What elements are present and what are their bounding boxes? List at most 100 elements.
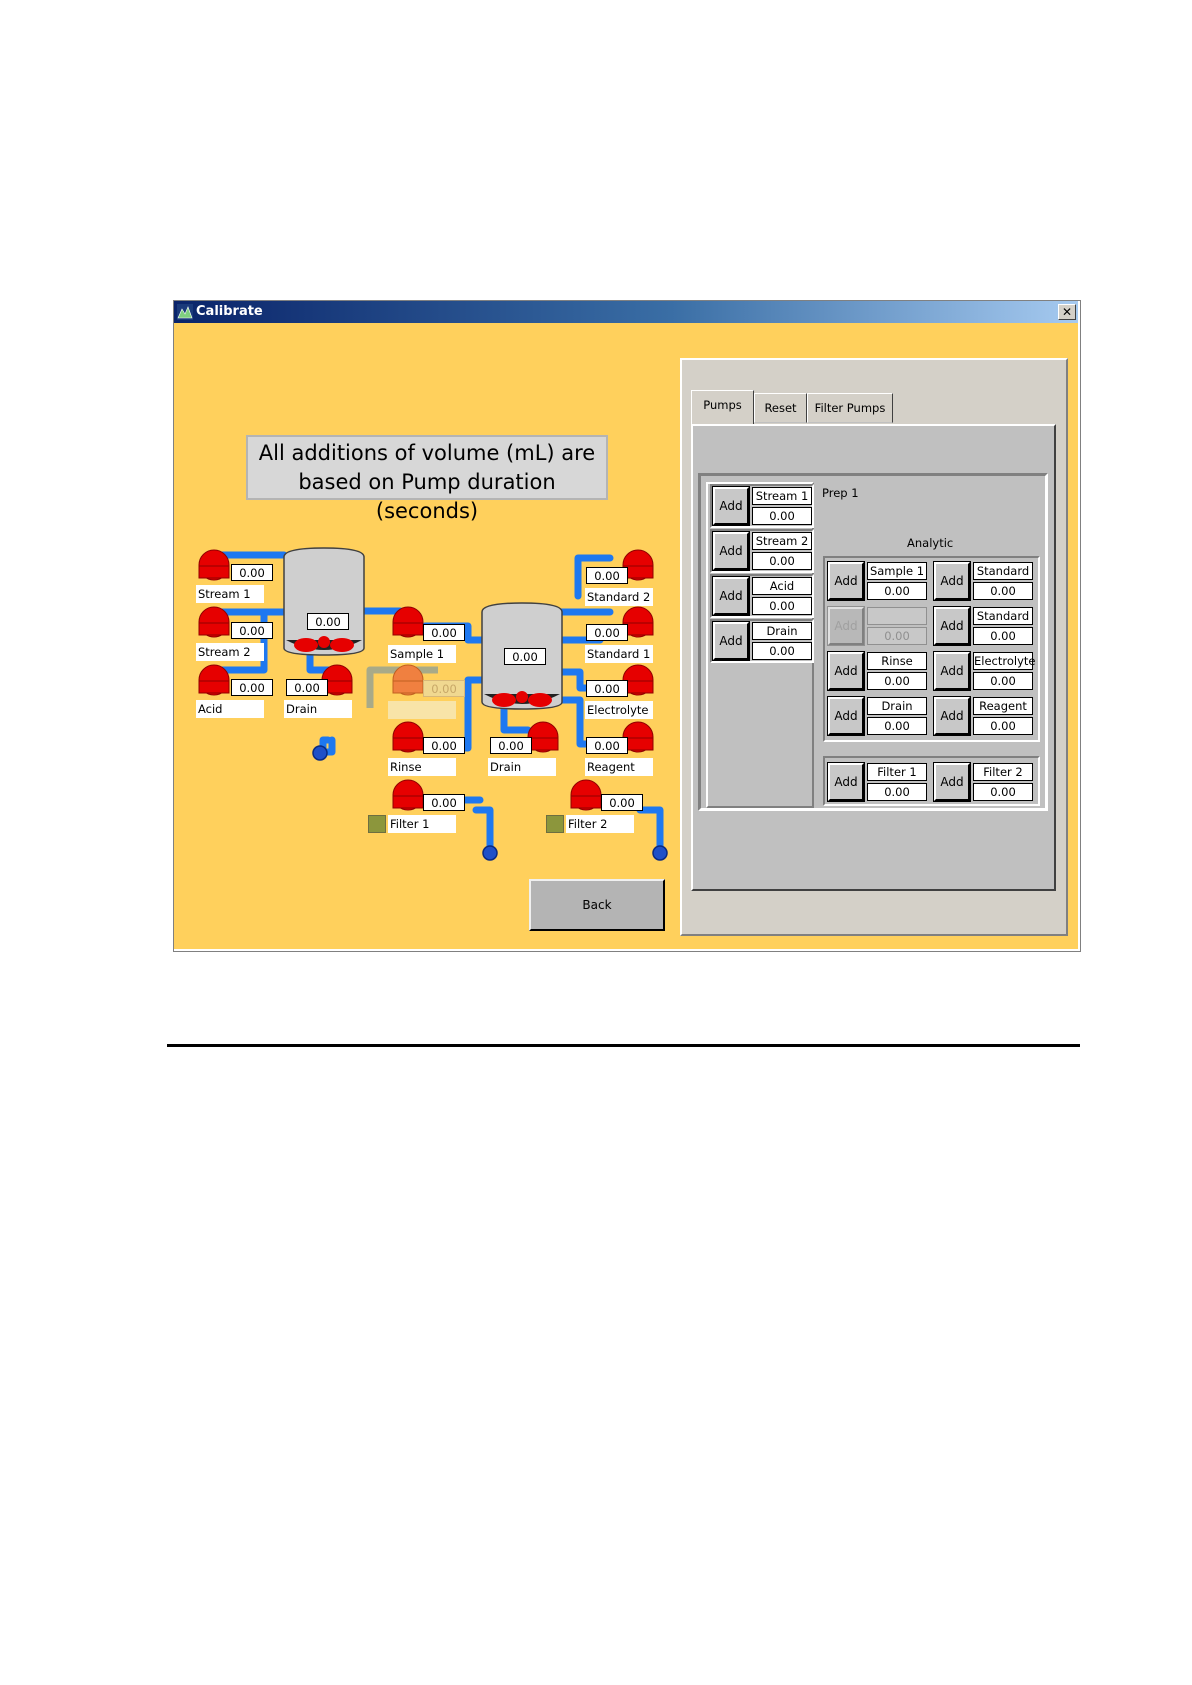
pump-sample1-label: Sample 1 <box>388 645 456 663</box>
add-stream1-button[interactable]: Add <box>712 486 750 526</box>
analytic-drain-name: Drain <box>867 697 927 715</box>
drain-outlets <box>312 745 668 861</box>
pump-standard2-label: Standard 2 <box>585 588 653 606</box>
volume-note: All additions of volume (mL) are based o… <box>246 435 608 523</box>
analytic-drain-value[interactable]: 0.00 <box>867 717 927 735</box>
pump-stream1-value: 0.00 <box>231 564 273 581</box>
analytic-rinse-value[interactable]: 0.00 <box>867 672 927 690</box>
volume-note-line2: based on Pump duration (seconds) <box>298 470 556 523</box>
analytic-rinse-name: Rinse <box>867 652 927 670</box>
pump-acid-label: Acid <box>196 700 264 718</box>
pump-filter2-value: 0.00 <box>601 794 643 811</box>
close-button[interactable]: ✕ <box>1058 304 1076 320</box>
tab-reset[interactable]: Reset <box>754 393 807 423</box>
add-stream2-button[interactable]: Add <box>712 531 750 571</box>
analytic-standard1-value[interactable]: 0.00 <box>973 627 1033 645</box>
pump-drain-prep-label: Drain <box>284 700 352 718</box>
pump-standard1-label: Standard 1 <box>585 645 653 663</box>
app-icon <box>177 304 193 320</box>
pump-sample1-icon <box>392 606 424 638</box>
add-filter2-button[interactable]: Add <box>933 762 971 802</box>
pump-drain-analytic-icon <box>527 721 559 753</box>
prep-acid-name: Acid <box>752 577 812 595</box>
filter2-value[interactable]: 0.00 <box>973 783 1033 801</box>
analytic-disabled-value: 0.00 <box>867 627 927 645</box>
pump-stream1-icon <box>198 549 230 581</box>
pump-filter1-value: 0.00 <box>423 794 465 811</box>
pump-filter1-icon <box>392 779 424 811</box>
tab-filter-pumps[interactable]: Filter Pumps <box>807 393 893 423</box>
add-drain-prep-button[interactable]: Add <box>712 621 750 661</box>
pump-stream2-value: 0.00 <box>231 622 273 639</box>
pump-drain-prep-value: 0.00 <box>286 679 328 696</box>
pump-standard2-value: 0.00 <box>586 567 628 584</box>
add-standard1-button[interactable]: Add <box>933 606 971 646</box>
pump-standard1-icon <box>622 606 654 638</box>
analytic-electrolyte-value[interactable]: 0.00 <box>973 672 1033 690</box>
prep-stream1-value[interactable]: 0.00 <box>752 507 812 525</box>
pump-sample1-value: 0.00 <box>423 624 465 641</box>
pump-rinse-value: 0.00 <box>423 737 465 754</box>
horizontal-rule <box>167 1044 1080 1047</box>
analytic-standard1-name: Standard <box>973 607 1033 625</box>
add-standard2-button[interactable]: Add <box>933 561 971 601</box>
analytic-reagent-name: Reagent <box>973 697 1033 715</box>
add-sample1-button[interactable]: Add <box>827 561 865 601</box>
analytic-standard2-name: Standard <box>973 562 1033 580</box>
volume-note-line1: All additions of volume (mL) are <box>258 441 596 465</box>
add-drain-analytic-button[interactable]: Add <box>827 696 865 736</box>
pump-drain-prep-icon <box>321 664 353 696</box>
pump-disabled-label <box>388 701 456 719</box>
pump-electrolyte-value: 0.00 <box>586 680 628 697</box>
analytic-sample1-value[interactable]: 0.00 <box>867 582 927 600</box>
filter1-value[interactable]: 0.00 <box>867 783 927 801</box>
pump-acid-value: 0.00 <box>231 679 273 696</box>
filter1-status-led <box>368 815 386 833</box>
add-rinse-button[interactable]: Add <box>827 651 865 691</box>
add-filter1-button[interactable]: Add <box>827 762 865 802</box>
add-reagent-button[interactable]: Add <box>933 696 971 736</box>
analytic-title: Analytic <box>907 536 954 550</box>
pump-reagent-value: 0.00 <box>586 737 628 754</box>
pump-stream1-label: Stream 1 <box>196 585 264 603</box>
pump-drain-analytic-value: 0.00 <box>490 737 532 754</box>
pump-drain-analytic-label: Drain <box>488 758 556 776</box>
pump-standard2-icon <box>622 549 654 581</box>
analytic-standard2-value[interactable]: 0.00 <box>973 582 1033 600</box>
prep-vessel <box>283 547 365 656</box>
pump-stream2-icon <box>198 606 230 638</box>
pump-filter1-label: Filter 1 <box>388 815 456 833</box>
prep-stream2-value[interactable]: 0.00 <box>752 552 812 570</box>
pump-electrolyte-label: Electrolyte <box>585 701 653 719</box>
pump-standard1-value: 0.00 <box>586 624 628 641</box>
window-title: Calibrate <box>196 304 263 319</box>
pump-disabled-icon <box>392 664 424 696</box>
analytic-reagent-value[interactable]: 0.00 <box>973 717 1033 735</box>
prep-title: Prep 1 <box>822 486 859 500</box>
filter1-name: Filter 1 <box>867 763 927 781</box>
prep-drain-value[interactable]: 0.00 <box>752 642 812 660</box>
pump-stream2-label: Stream 2 <box>196 643 264 661</box>
prep-acid-value[interactable]: 0.00 <box>752 597 812 615</box>
pump-disabled-value: 0.00 <box>423 680 465 697</box>
add-electrolyte-button[interactable]: Add <box>933 651 971 691</box>
pump-rinse-label: Rinse <box>388 758 456 776</box>
analytic-sample1-name: Sample 1 <box>867 562 927 580</box>
title-bar[interactable]: Calibrate <box>174 301 1078 323</box>
analytic-electrolyte-name: Electrolyte <box>973 652 1036 670</box>
filter2-name: Filter 2 <box>973 763 1033 781</box>
pump-filter2-icon <box>570 779 602 811</box>
pump-reagent-label: Reagent <box>585 758 653 776</box>
prep-drain-name: Drain <box>752 622 812 640</box>
prep-vessel-value: 0.00 <box>307 613 349 630</box>
pump-acid-icon <box>198 664 230 696</box>
add-acid-button[interactable]: Add <box>712 576 750 616</box>
pump-rinse-icon <box>392 721 424 753</box>
prep-stream2-name: Stream 2 <box>752 532 812 550</box>
back-button[interactable]: Back <box>529 879 665 931</box>
analytic-vessel-value: 0.00 <box>504 648 546 665</box>
tab-strip: Pumps Reset Filter Pumps <box>691 390 1056 891</box>
pumps <box>198 549 654 811</box>
tab-pumps[interactable]: Pumps <box>691 390 754 424</box>
prep-stream1-name: Stream 1 <box>752 487 812 505</box>
